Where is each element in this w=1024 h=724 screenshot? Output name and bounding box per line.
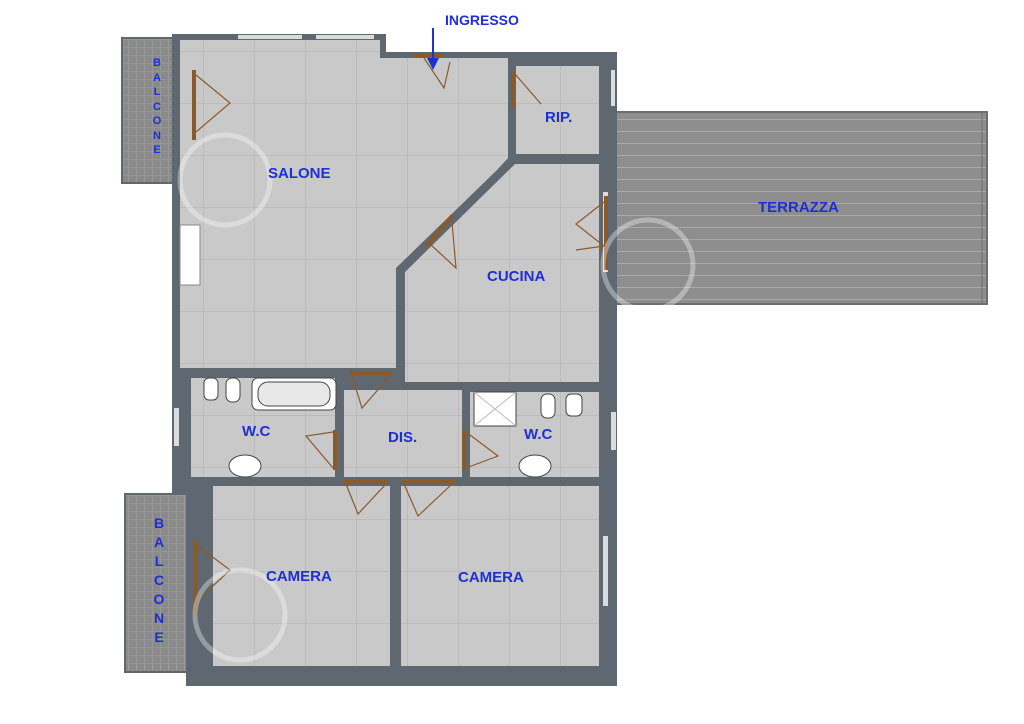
balcone-bottom-label: BALCONE xyxy=(153,515,165,645)
salone-label: SALONE xyxy=(268,165,331,182)
room-floors xyxy=(180,40,599,666)
balcone-top-label: BALCONE xyxy=(152,57,162,156)
ingresso-label: INGRESSO xyxy=(445,12,519,28)
camera-left-label: CAMERA xyxy=(266,568,332,585)
bathroom-fixtures-left xyxy=(203,377,337,478)
bathroom-fixtures-right xyxy=(473,391,583,478)
dis-label: DIS. xyxy=(388,429,418,446)
watermark-logos xyxy=(177,132,696,663)
terrazza-area xyxy=(615,111,988,305)
entrance-arrow xyxy=(427,28,439,70)
balcone-bottom-area xyxy=(124,493,192,673)
windows xyxy=(174,35,616,606)
camera-right-label: CAMERA xyxy=(458,569,524,586)
wc-right-label: W.C xyxy=(524,426,553,443)
rip-label: RIP. xyxy=(545,109,573,126)
wc-left-label: W.C xyxy=(242,423,271,440)
cucina-label: CUCINA xyxy=(487,268,546,285)
terrazza-label: TERRAZZA xyxy=(758,199,839,216)
doors xyxy=(192,53,608,615)
